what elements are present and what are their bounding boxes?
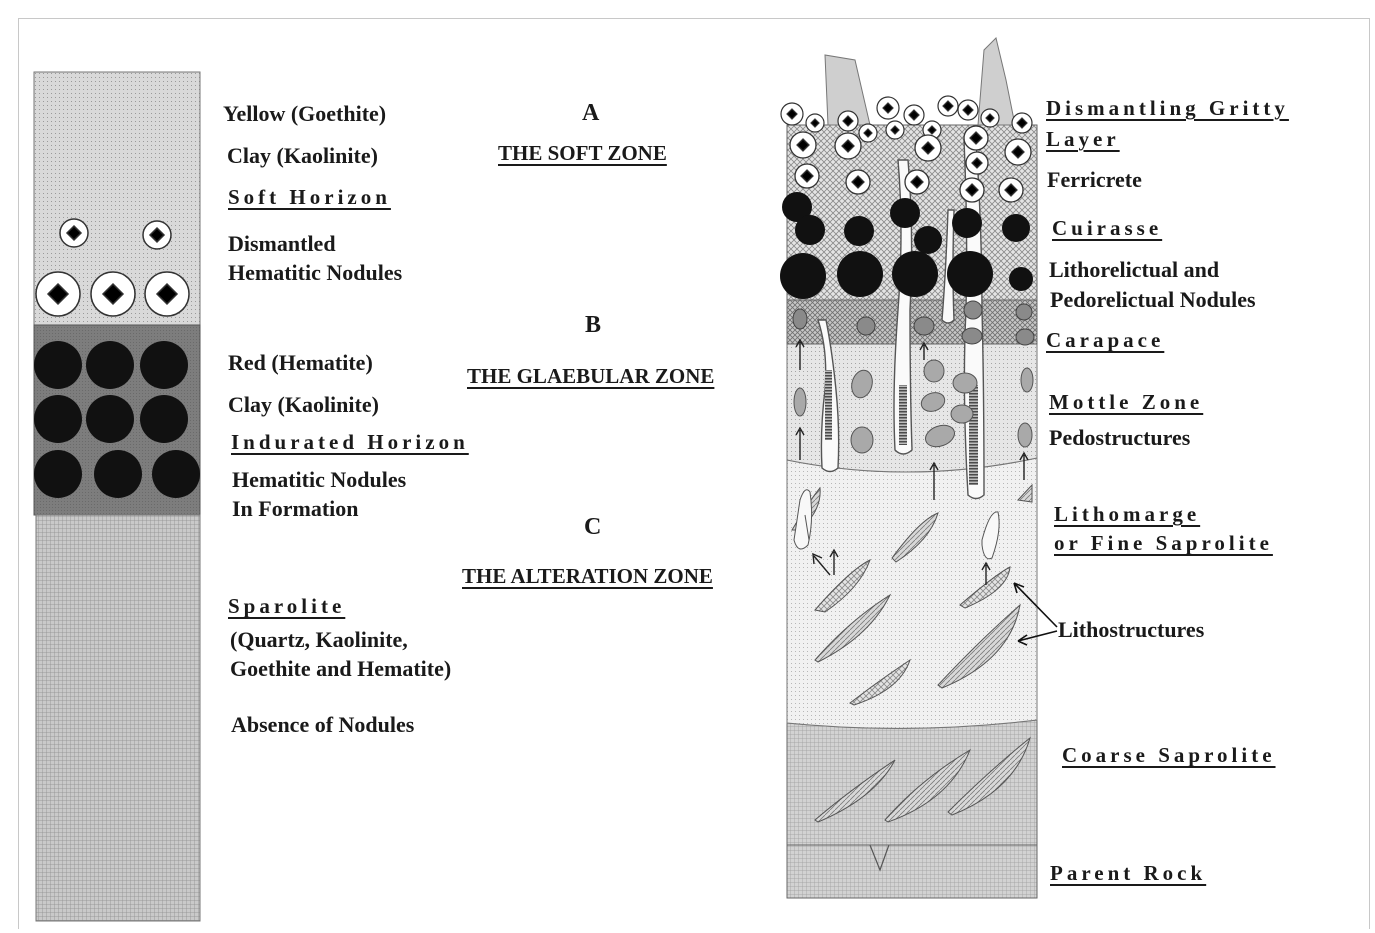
pedostructures-label: Pedostructures <box>1049 425 1191 450</box>
goethite-label: Yellow (Goethite) <box>223 101 387 126</box>
saprolite-horizon-label: Sparolite <box>228 594 346 618</box>
carapace-label: Carapace <box>1046 328 1165 352</box>
dismantled-label: Dismantled <box>228 231 336 256</box>
figure-frame <box>18 18 1370 929</box>
mottles <box>793 359 1034 454</box>
gritty-layer-label: Dismantling Gritty <box>1046 96 1289 120</box>
kaolinite-label-soft: Clay (Kaolinite) <box>227 143 378 168</box>
zone-c-name: THE ALTERATION ZONE <box>462 564 713 588</box>
zone-b-letter: B <box>585 312 602 338</box>
dismantled-nodules-label: Hematitic Nodules <box>228 260 403 285</box>
indurated-horizon-label: Indurated Horizon <box>231 430 469 454</box>
parent-rock-layer <box>786 844 1038 899</box>
lithostructures <box>791 483 1033 823</box>
in-formation-label: In Formation <box>232 496 359 521</box>
saprolite-composition-l2: Goethite and Hematite) <box>230 656 452 681</box>
mottle-zone-label: Mottle Zone <box>1049 390 1204 414</box>
ferricrete-label: Ferricrete <box>1047 167 1142 192</box>
nodules-label-1: Lithorelictual and <box>1049 257 1220 282</box>
carapace-nodules <box>792 300 1035 346</box>
parent-rock-label: Parent Rock <box>1050 861 1207 885</box>
zone-c-letter: C <box>584 514 602 540</box>
fine-saprolite-label: or Fine Saprolite <box>1054 531 1273 555</box>
zone-a-letter: A <box>582 100 600 126</box>
root-fillings <box>825 370 978 485</box>
dismantled-nodules <box>35 218 190 317</box>
soft-horizon-label: Soft Horizon <box>228 185 391 209</box>
lithomarge-label: Lithomarge <box>1054 502 1201 526</box>
lithostructures-label: Lithostructures <box>1058 617 1205 642</box>
gritty-layer-label-2: Layer <box>1046 127 1120 151</box>
saprolite-layer <box>35 514 201 922</box>
gritty-protrusion-right <box>977 37 1016 126</box>
zone-a-name: THE SOFT ZONE <box>498 141 667 165</box>
cuirasse-black-nodules <box>780 192 1033 299</box>
lithostructures-pointers <box>1013 582 1058 646</box>
upward-arrows <box>795 338 1029 585</box>
hematitic-nodules <box>34 341 200 498</box>
left-profile-column <box>33 71 201 922</box>
gritty-nodules <box>780 95 1033 143</box>
right-profile-column <box>780 37 1038 899</box>
hematite-label: Red (Hematite) <box>228 350 373 375</box>
zone-b-name: THE GLAEBULAR ZONE <box>467 364 715 388</box>
absence-of-nodules-label: Absence of Nodules <box>231 712 415 737</box>
coarse-saprolite-label: Coarse Saprolite <box>1062 743 1276 767</box>
kaolinite-label-indurated: Clay (Kaolinite) <box>228 392 379 417</box>
ferricrete-nodules <box>789 125 1032 203</box>
hematitic-nodules-label: Hematitic Nodules <box>232 467 407 492</box>
cuirasse-label: Cuirasse <box>1052 216 1163 240</box>
nodules-label-2: Pedorelictual Nodules <box>1050 287 1256 312</box>
saprolite-composition-l1: (Quartz, Kaolinite, <box>230 627 408 652</box>
